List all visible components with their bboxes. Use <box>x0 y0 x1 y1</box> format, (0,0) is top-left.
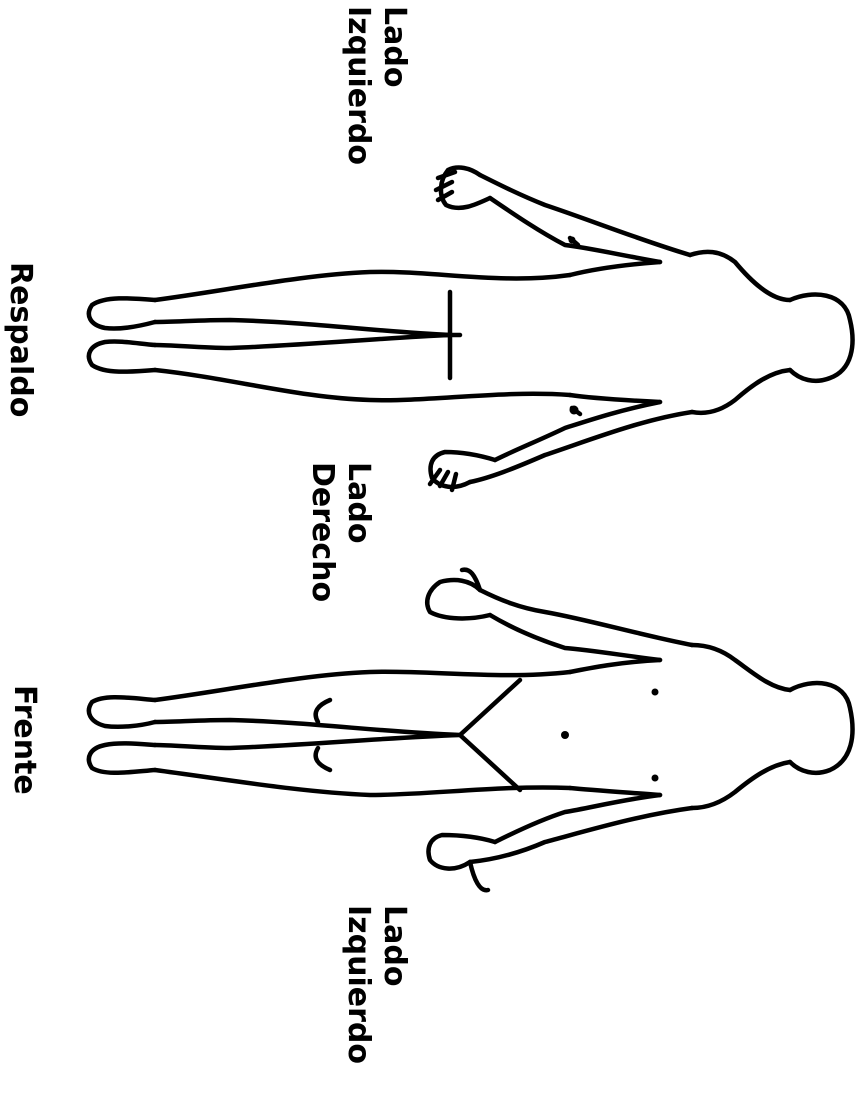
back-foot-right <box>89 341 155 371</box>
front-arm-left-inner <box>490 615 660 660</box>
label-back-left-side-line2: Izquierdo <box>340 6 376 165</box>
back-leg-left-outer <box>155 272 570 300</box>
front-shoulder-left <box>692 645 790 690</box>
back-leg-inner <box>155 320 450 348</box>
front-foot-left <box>89 697 155 727</box>
back-torso-left <box>570 262 660 275</box>
label-right-side-line1: Lado <box>340 462 376 602</box>
label-front-left-side-line2: Izquierdo <box>340 905 376 1064</box>
label-back-view-text: Respaldo <box>2 262 38 417</box>
back-torso-right <box>570 395 660 402</box>
front-arm-right-outer <box>470 808 692 862</box>
front-torso-left <box>570 660 660 672</box>
front-arm-left-outer <box>480 590 692 645</box>
label-right-side-line2: Derecho <box>304 462 340 602</box>
label-front-view-text: Frente <box>6 685 42 795</box>
front-knee-right <box>316 748 330 770</box>
label-back-left-side-line1: Lado <box>376 6 412 165</box>
front-leg-inner <box>155 720 460 748</box>
label-back-left-side: Lado Izquierdo <box>340 6 412 165</box>
label-front-left-side-line1: Lado <box>376 905 412 1064</box>
back-leg-right-outer <box>155 370 570 400</box>
front-torso-right <box>570 788 660 795</box>
label-right-side: Lado Derecho <box>304 462 376 602</box>
label-back-view: Respaldo <box>2 262 38 417</box>
front-knee-left <box>316 700 330 722</box>
label-front-left-side: Lado Izquierdo <box>340 905 412 1064</box>
front-leg-left-outer <box>155 672 570 700</box>
body-back-outline-icon <box>89 168 853 490</box>
front-head <box>790 683 853 773</box>
front-hand-right <box>429 835 496 869</box>
label-front-view: Frente <box>6 685 42 795</box>
back-arm-left-inner <box>490 198 660 262</box>
body-front-outline-icon <box>89 570 853 891</box>
front-leg-right-outer <box>155 770 570 795</box>
front-foot-right <box>89 743 155 772</box>
front-groin <box>460 680 520 790</box>
back-buttocks-line <box>440 292 460 378</box>
back-shoulder-left <box>690 252 790 300</box>
back-head <box>790 295 853 381</box>
back-shoulder-right <box>692 370 790 413</box>
front-shoulder-right <box>692 762 790 808</box>
back-foot-left <box>89 298 155 328</box>
